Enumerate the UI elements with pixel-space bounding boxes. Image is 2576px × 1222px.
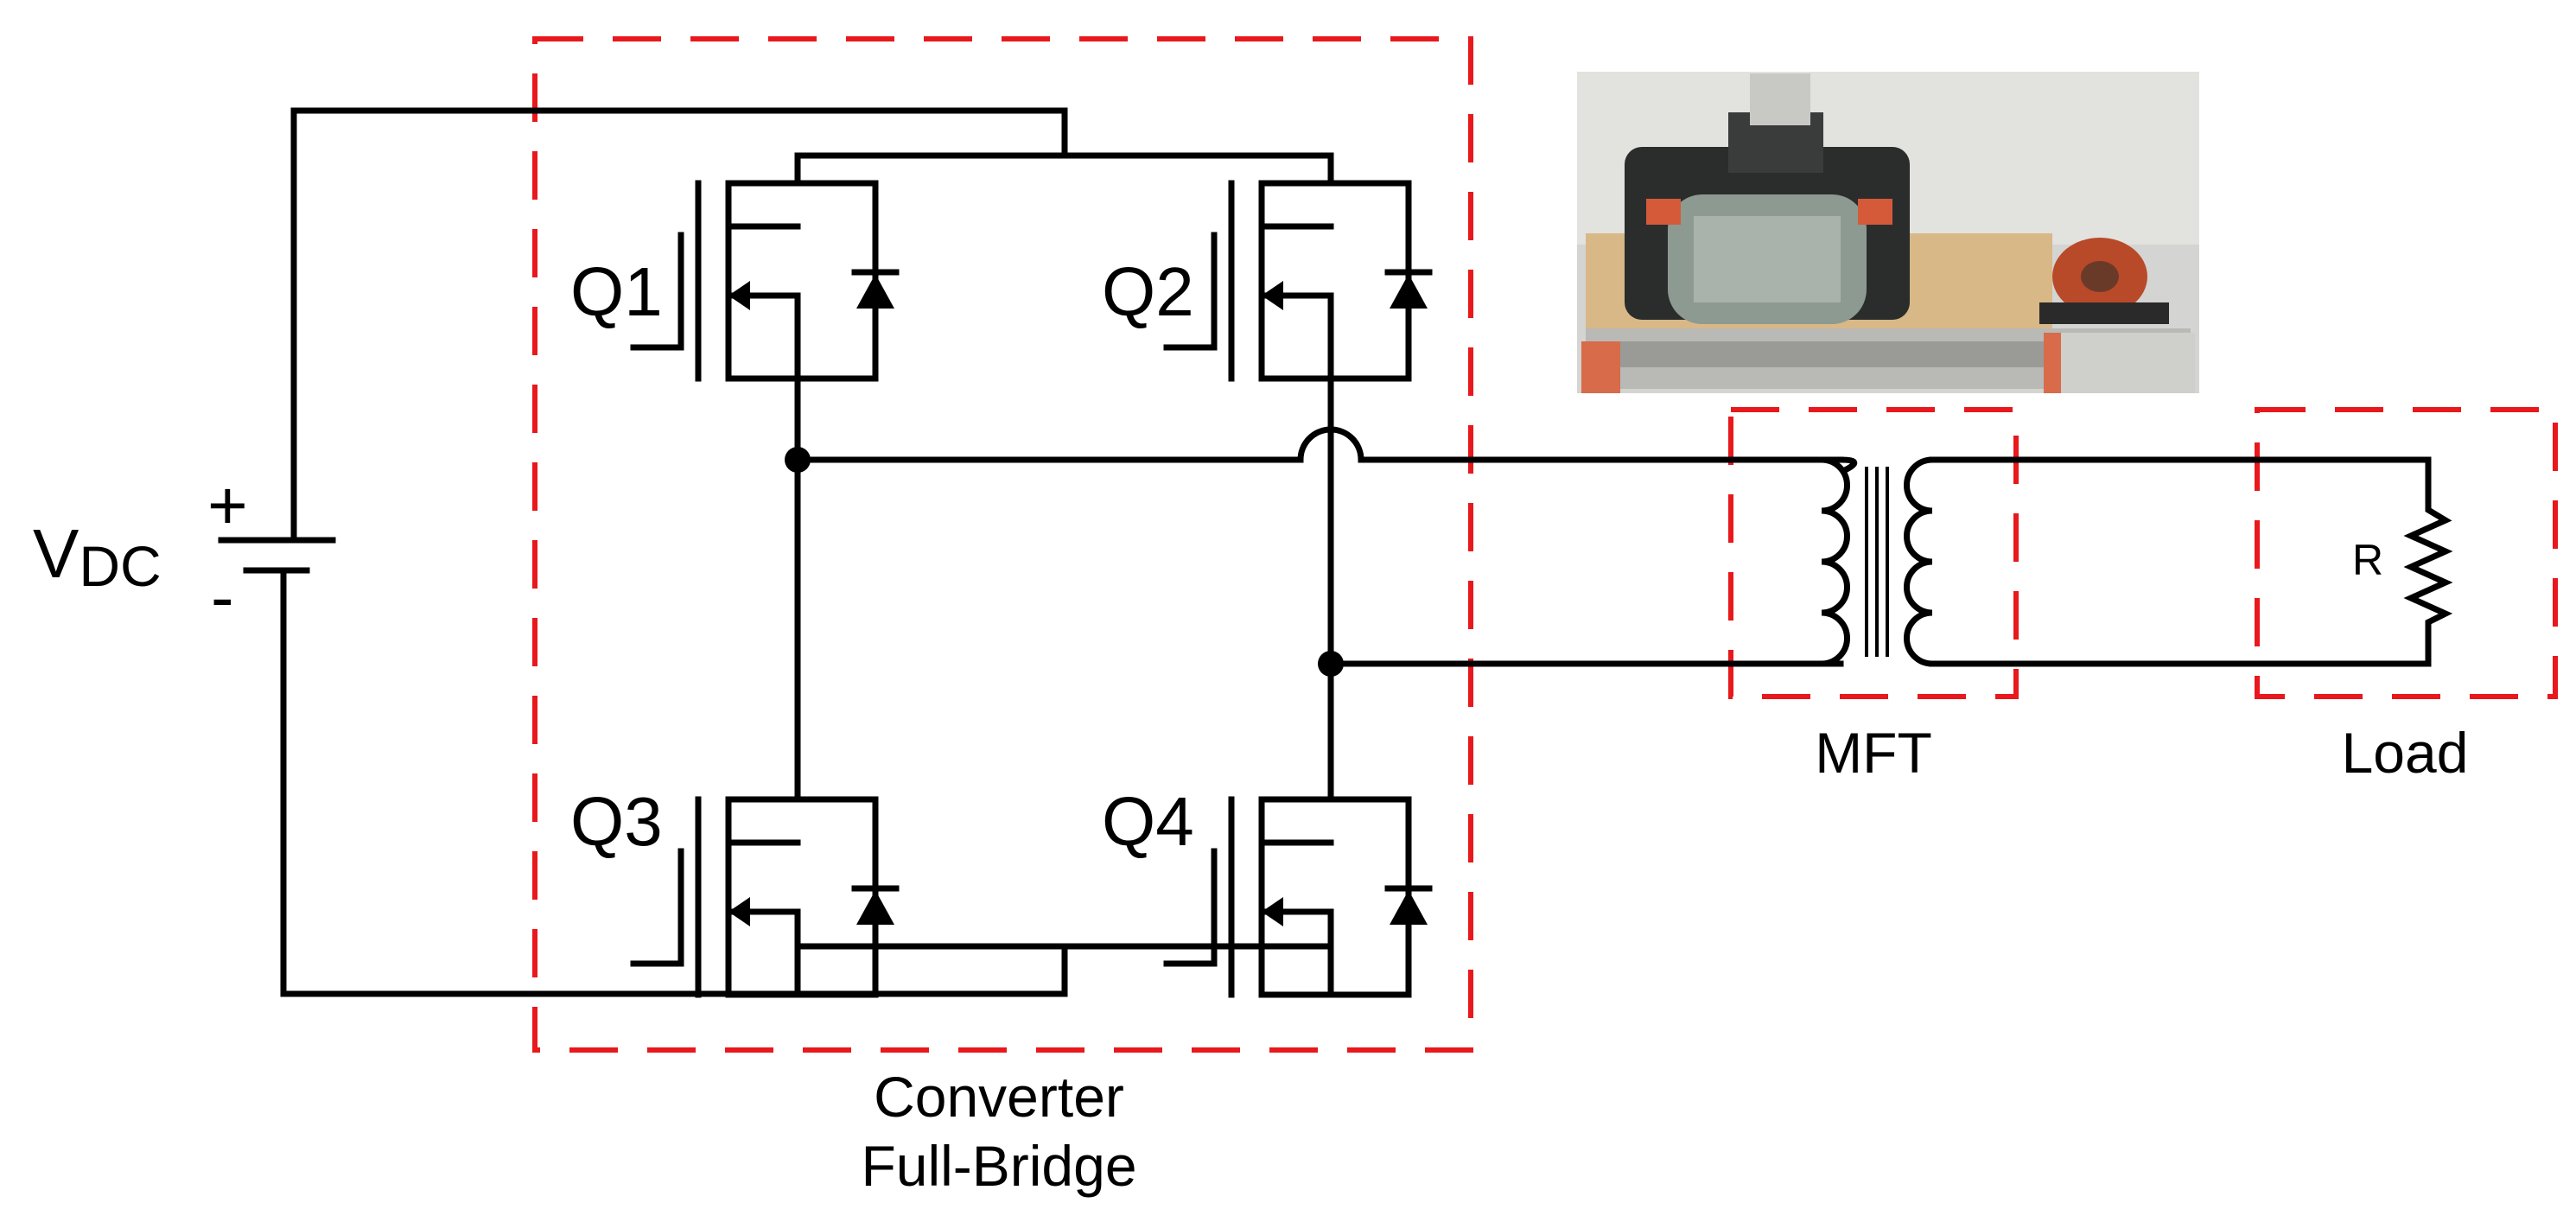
resistor-label: R — [2352, 536, 2383, 584]
mft-label: MFT — [1815, 721, 1932, 785]
q3-label: Q3 — [570, 783, 663, 860]
mosfet-q4 — [1167, 773, 1429, 995]
junction-dot — [1318, 651, 1344, 677]
mosfet-q2 — [1167, 157, 1429, 379]
dc-source — [218, 107, 1068, 997]
converter-label-line2: Full-Bridge — [861, 1134, 1136, 1198]
converter-box — [532, 36, 1473, 1053]
vdc-label: VDC — [33, 515, 162, 598]
minus-sign: - — [211, 558, 234, 635]
q2-label: Q2 — [1102, 253, 1194, 330]
mft-box — [1728, 407, 2019, 699]
mosfet-q3 — [633, 773, 896, 995]
load-resistor — [2403, 456, 2453, 667]
mft-symbol — [1818, 456, 2432, 667]
q4-label: Q4 — [1102, 783, 1194, 860]
converter-label-line1: Converter — [874, 1065, 1124, 1129]
bridge-wiring — [785, 152, 1844, 950]
load-box — [2255, 407, 2558, 699]
q1-label: Q1 — [570, 253, 663, 330]
plus-sign: + — [207, 467, 248, 544]
load-label: Load — [2342, 721, 2469, 785]
mosfet-q1 — [633, 157, 896, 379]
junction-dot — [785, 447, 811, 473]
transformer-photo — [1577, 72, 2199, 393]
